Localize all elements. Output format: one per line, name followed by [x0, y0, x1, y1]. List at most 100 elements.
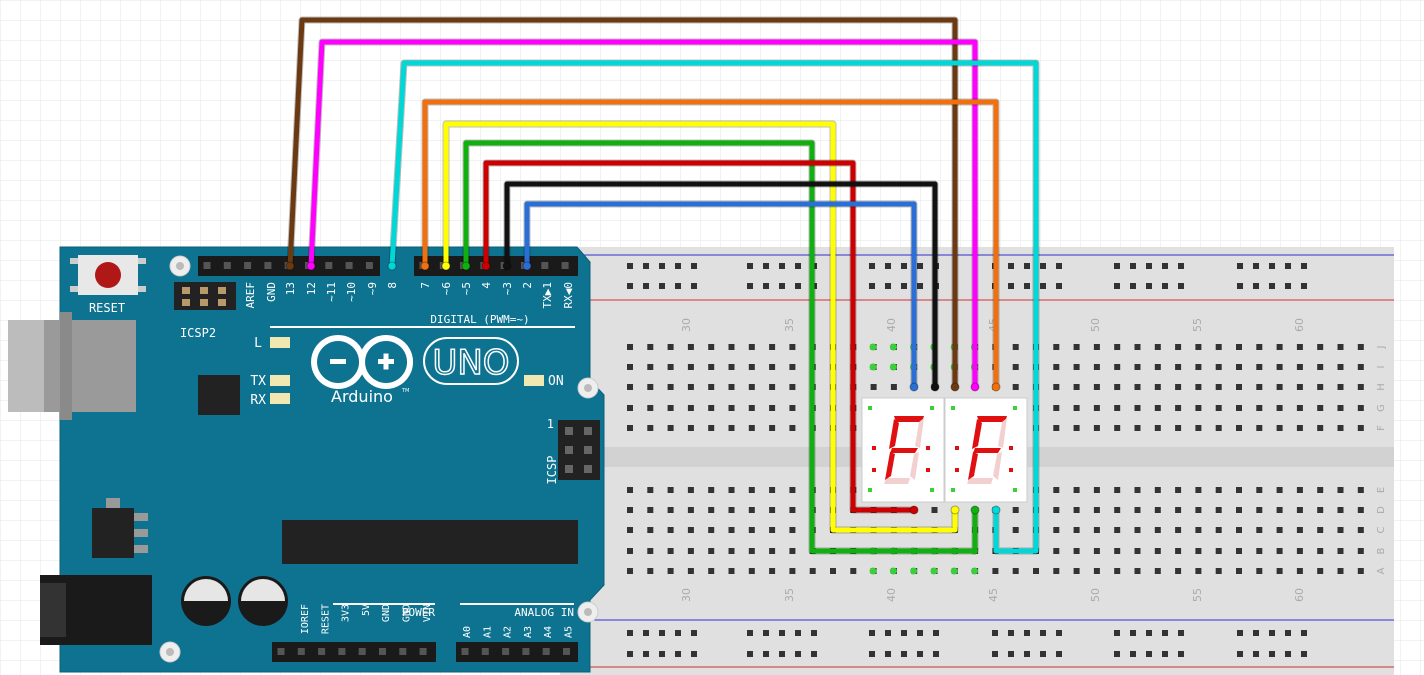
column-number-top: 50 — [1089, 318, 1102, 332]
breadboard-hole — [647, 425, 654, 431]
breadboard-hole — [1134, 405, 1141, 411]
usb-connector-flange — [60, 312, 72, 420]
breadboard-hole — [1256, 548, 1263, 554]
rail-hole — [659, 263, 665, 269]
breadboard-hole — [789, 344, 796, 350]
breadboard-hole — [1053, 405, 1060, 411]
wire-yellow — [441, 120, 960, 534]
breadboard-hole — [1073, 425, 1080, 431]
power-pin-label: IOREF — [300, 604, 311, 634]
row-letter: C — [1376, 526, 1387, 533]
regulator-pin — [134, 545, 148, 553]
breadboard-hole — [789, 384, 796, 390]
breadboard-hole — [708, 364, 715, 370]
wire-end — [441, 261, 451, 271]
reset-button[interactable] — [95, 262, 121, 288]
icsp2-pins — [182, 287, 226, 306]
breadboard-hole — [728, 425, 735, 431]
mounting-hole-inner — [584, 608, 592, 616]
wire-end — [420, 261, 430, 271]
wire-line — [308, 39, 978, 387]
breadboard-hole — [1195, 507, 1202, 513]
breadboard-hole — [627, 425, 633, 431]
wire-end — [930, 382, 940, 392]
breadboard-hole — [1073, 405, 1080, 411]
breadboard-hole — [769, 507, 776, 513]
rail-hole — [901, 651, 907, 657]
rail-hole — [675, 651, 681, 657]
breadboard-hole — [1073, 568, 1080, 574]
seven-segment-display — [944, 397, 1028, 503]
rail-hole — [1008, 651, 1014, 657]
breadboard-hole — [1357, 548, 1364, 554]
breadboard-hole — [748, 384, 755, 390]
column-number-top: 30 — [680, 318, 693, 332]
arduino-logo — [311, 335, 414, 389]
display-pin-marker — [1013, 406, 1017, 410]
breadboard-hole — [647, 507, 654, 513]
breadboard-hole — [1215, 384, 1222, 390]
breadboard-hole — [1012, 507, 1019, 513]
breadboard-hole — [789, 507, 796, 513]
jumper-wires — [285, 16, 1040, 555]
power-pin-label: GND — [381, 604, 392, 622]
breadboard-hole — [647, 344, 654, 350]
dc-power-jack-opening — [40, 583, 66, 637]
row-letter: B — [1376, 547, 1387, 554]
pin-label: 12 — [305, 282, 318, 295]
column-number-bottom: 45 — [987, 588, 1000, 602]
seven-segment-displays — [861, 397, 1028, 503]
wire-line — [463, 140, 978, 554]
rail-hole — [1269, 630, 1275, 636]
rail-hole — [1114, 630, 1120, 636]
breadboard-hole — [1276, 384, 1283, 390]
breadboard-hole — [667, 344, 674, 350]
rail-hole — [643, 630, 649, 636]
breadboard-hole — [1236, 507, 1242, 513]
column-number-bottom: 40 — [885, 588, 898, 602]
reset-button-leg — [70, 258, 78, 264]
rail-hole — [795, 651, 801, 657]
breadboard-hole — [1093, 527, 1100, 533]
breadboard-hole — [687, 568, 694, 574]
breadboard-hole — [1195, 405, 1202, 411]
microcontroller-chip — [282, 520, 578, 564]
display-dp-marker — [872, 446, 876, 450]
breadboard-hole — [1073, 527, 1080, 533]
row-letter: F — [1376, 425, 1387, 431]
capacitor — [238, 576, 288, 626]
breadboard-hole — [1215, 364, 1222, 370]
breadboard-hole — [647, 364, 654, 370]
pin-label: 2 — [521, 282, 534, 289]
power-pin-label: 5V — [361, 604, 372, 616]
breadboard-hole — [1317, 548, 1324, 554]
rail-hole — [675, 263, 681, 269]
breadboard-hole — [769, 405, 776, 411]
rail-hole — [1146, 630, 1152, 636]
breadboard-hole — [1154, 364, 1161, 370]
rail-hole — [675, 283, 681, 289]
breadboard-hole — [687, 507, 694, 513]
led-rx-label: RX — [250, 393, 266, 408]
rail-hole — [1056, 263, 1062, 269]
led-l-label: L — [254, 336, 262, 351]
breadboard-hole — [1215, 344, 1222, 350]
breadboard-hole — [1195, 527, 1202, 533]
breadboard-hole — [1276, 568, 1283, 574]
rail-hole — [885, 651, 891, 657]
breadboard-hole — [1073, 344, 1080, 350]
breadboard-hole — [687, 364, 694, 370]
rail-hole — [643, 651, 649, 657]
breadboard-hole — [1012, 384, 1019, 390]
rail-hole — [1178, 263, 1184, 269]
breadboard-hole — [1236, 527, 1242, 533]
header-pin — [379, 648, 386, 655]
breadboard-hole — [627, 405, 633, 411]
breadboard-hole — [1093, 507, 1100, 513]
connected-hole — [950, 567, 958, 575]
breadboard-hole — [1236, 384, 1242, 390]
regulator-pin — [134, 513, 148, 521]
usb-connector-face — [8, 320, 44, 412]
breadboard-hole — [728, 568, 735, 574]
